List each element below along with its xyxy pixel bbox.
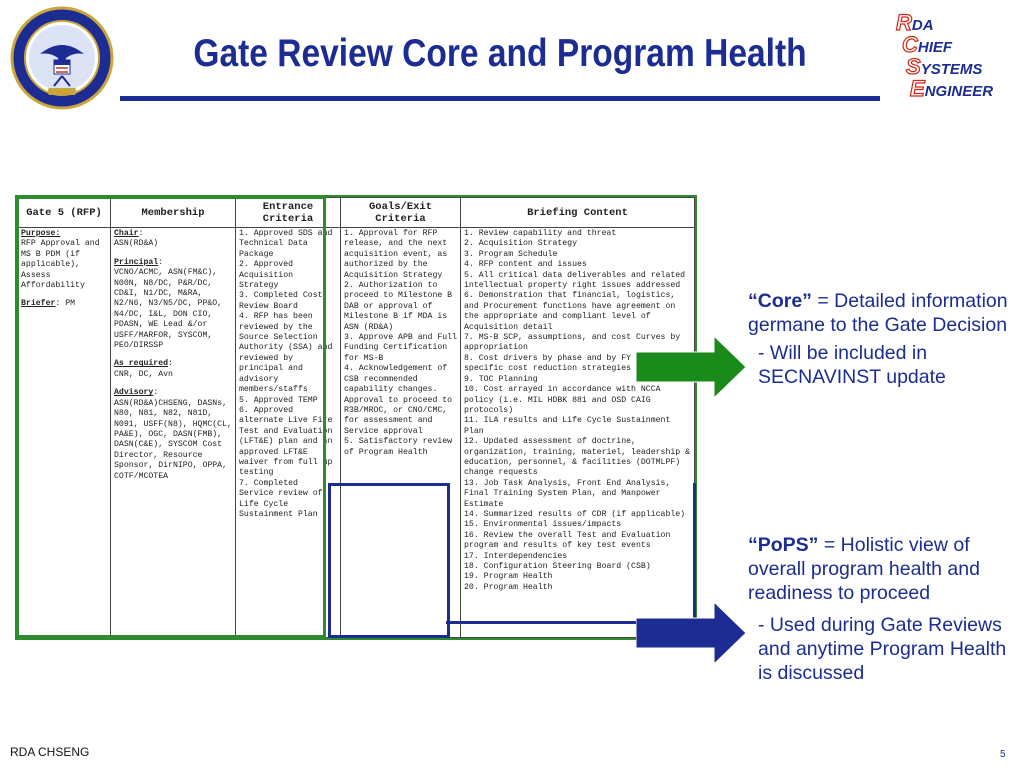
briefer-label: Briefer: [21, 299, 56, 309]
list-item: 2. Authorization to proceed to Milestone…: [344, 281, 453, 332]
logo-letter: S: [905, 53, 921, 79]
list-item: 2. Approved Acquisition Strategy: [239, 260, 294, 291]
header-entrance: Entrance Criteria: [235, 197, 341, 228]
list-item: 4. RFP content and issues: [464, 260, 587, 270]
list-item: 7. MS-B SCP, assumptions, and cost Curve…: [464, 333, 681, 353]
purpose-label: Purpose:: [21, 229, 61, 238]
entrance-cell: 1. Approved SDS and Technical Data Packa…: [235, 227, 341, 638]
list-item: 2. Acquisition Strategy: [464, 239, 578, 249]
list-item: 11. ILA results and Life Cycle Sustainme…: [464, 416, 671, 436]
navy-seal-logo: [10, 6, 114, 110]
page-title: Gate Review Core and Program Health: [193, 32, 807, 75]
gate-cell: Purpose: RFP Approval and MS B PDM (if a…: [17, 227, 111, 638]
header-briefing: Briefing Content: [460, 197, 695, 228]
list-item: 14. Summarized results of CDR (if applic…: [464, 509, 686, 519]
list-item: 16. Review the overall Test and Evaluati…: [464, 530, 671, 551]
header-membership: Membership: [110, 197, 236, 228]
list-item: 7. Completed Service review of Life Cycl…: [239, 478, 323, 519]
core-note: - Will be included in SECNAVINST update: [758, 342, 946, 388]
pops-note: - Used during Gate Reviews and anytime P…: [758, 614, 1007, 684]
logo-line-3: SYSTEMS: [905, 53, 983, 80]
as-required-text: CNR, DC, Avn: [114, 369, 173, 379]
list-item: 6. Approved alternate Live Fire Test and…: [239, 405, 333, 478]
table-header-row: Gate 5 (RFP) Membership Entrance Criteri…: [17, 197, 695, 228]
list-item: 3. Approve APB and Full Funding Certific…: [344, 333, 458, 363]
list-item: 6. Demonstration that financial, logisti…: [464, 291, 676, 332]
list-item: 9. TOC Planning: [464, 374, 538, 384]
principal-text: VCNO/ACMC, ASN(FM&C), N00N, N8/DC, P&R/D…: [114, 268, 223, 351]
table-row: Purpose: RFP Approval and MS B PDM (if a…: [17, 227, 695, 638]
title-underline: [120, 96, 880, 101]
eagle-seal-icon: [10, 6, 114, 110]
logo-word: HIEF: [917, 39, 953, 56]
list-item: 1. Approved SDS and Technical Data Packa…: [239, 229, 333, 259]
list-item: 13. Job Task Analysis, Front End Analysi…: [464, 478, 671, 509]
logo-letter: C: [901, 31, 918, 57]
header-goals: Goals/Exit Criteria: [340, 197, 461, 228]
list-item: 17. Interdependencies: [464, 551, 568, 561]
logo-line-2: CHIEF: [901, 31, 953, 58]
page-number: 5: [1000, 749, 1006, 760]
list-item: 20. Program Health: [464, 582, 553, 592]
briefing-cell: 1. Review capability and threat 2. Acqui…: [460, 227, 695, 638]
chair-text: ASN(RD&A): [114, 239, 159, 249]
core-definition: = Detailed information germane to the Ga…: [748, 290, 1008, 336]
list-item: 1. Approval for RFP release, and the nex…: [344, 229, 448, 280]
list-item: 12. Updated assessment of doctrine, orga…: [464, 437, 691, 478]
briefer-text: : PM: [55, 299, 76, 309]
core-term: “Core”: [748, 290, 812, 312]
list-item: 5. All critical data deliverables and re…: [464, 270, 686, 291]
logo-word: NGINEER: [924, 83, 994, 100]
rda-chseng-logo: RDA CHIEF SYSTEMS ENGINEER: [888, 9, 1020, 106]
principal-label: Principal: [114, 257, 159, 267]
logo-line-1: RDA: [895, 9, 934, 36]
list-item: 15. Environmental issues/impacts: [464, 520, 622, 530]
list-item: 5. Satisfactory review of Program Health: [344, 437, 453, 457]
as-required-label: As required: [114, 359, 169, 369]
membership-cell: Chair: ASN(RD&A) Principal: VCNO/ACMC, A…: [110, 227, 236, 638]
green-arrow-icon: [636, 336, 747, 398]
blue-arrow-icon: [636, 602, 747, 664]
logo-letter: E: [909, 75, 925, 101]
list-item: 8. Cost drivers by phase and by FY inclu…: [464, 353, 671, 374]
list-item: 19. Program Health: [464, 572, 553, 582]
logo-word: YSTEMS: [920, 61, 983, 78]
footer-label: RDA CHSENG: [10, 745, 90, 759]
list-item: 3. Program Schedule: [464, 249, 558, 259]
list-item: 10. Cost arrayed in accordance with NCCA…: [464, 385, 661, 415]
chair-label: Chair: [114, 229, 139, 238]
goals-cell: 1. Approval for RFP release, and the nex…: [340, 227, 461, 638]
pops-definition: = Holistic view of overall program healt…: [748, 534, 980, 604]
list-item: 18. Configuration Steering Board (CSB): [464, 562, 651, 571]
list-item: 5. Approved TEMP: [239, 395, 318, 405]
logo-word: DA: [911, 17, 934, 34]
logo-letter: R: [895, 9, 912, 35]
purpose-text: RFP Approval and MS B PDM (if applicable…: [21, 239, 100, 291]
header-gate: Gate 5 (RFP): [17, 197, 111, 228]
list-item: 3. Completed Cost Review Board: [239, 291, 323, 311]
list-item: 1. Review capability and threat: [464, 229, 617, 238]
gate-table: Gate 5 (RFP) Membership Entrance Criteri…: [17, 197, 695, 638]
list-item: 4. Acknowledgement of CSB recommended ca…: [344, 364, 453, 436]
advisory-label: Advisory: [114, 388, 154, 398]
core-callout: “Core” = Detailed information germane to…: [748, 289, 1016, 389]
gate-review-table: Gate 5 (RFP) Membership Entrance Criteri…: [15, 195, 697, 640]
pops-callout: “PoPS” = Holistic view of overall progra…: [748, 533, 1020, 685]
pops-term: “PoPS”: [748, 534, 819, 556]
advisory-text: ASN(RD&A)CHSENG, DASNs, N80, N81, N82, N…: [114, 398, 232, 481]
logo-line-4: ENGINEER: [909, 75, 994, 102]
list-item: 4. RFP has been reviewed by the Source S…: [239, 312, 333, 395]
